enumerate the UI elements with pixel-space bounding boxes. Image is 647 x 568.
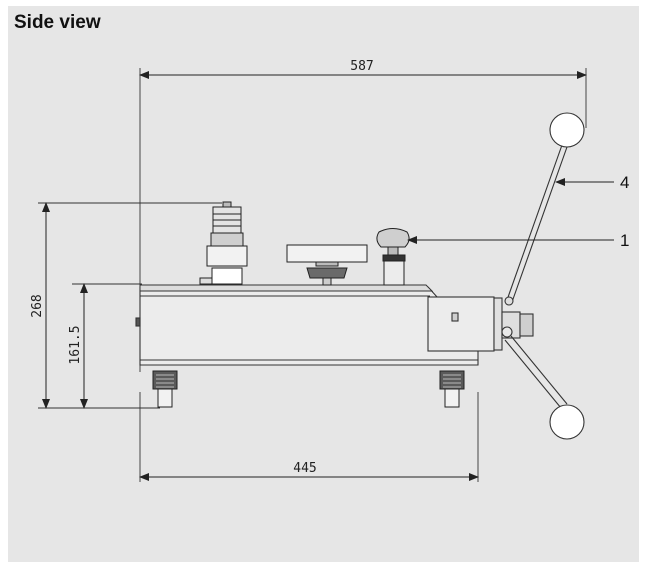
pump-body <box>135 286 479 366</box>
feet <box>152 370 465 408</box>
page-title: Side view <box>14 12 101 33</box>
dimension-lines <box>42 71 587 481</box>
pressure-knob <box>376 228 410 286</box>
dim-base-width-label: 445 <box>293 461 316 476</box>
dim-body-height-label: 161.5 <box>68 325 83 364</box>
top-plate <box>139 284 434 292</box>
callout-lever-label: 4 <box>620 173 629 192</box>
test-connector <box>199 201 248 285</box>
callout-knob-label: 1 <box>620 231 629 250</box>
rear-housing <box>427 296 503 352</box>
pump-lever <box>504 112 585 440</box>
callout-lines <box>407 178 614 244</box>
dim-overall-height-label: 268 <box>30 294 45 317</box>
feet-ridges <box>156 374 461 388</box>
dim-overall-width-label: 587 <box>350 59 373 74</box>
holder-plate <box>286 244 368 286</box>
rear-connector <box>501 311 534 339</box>
